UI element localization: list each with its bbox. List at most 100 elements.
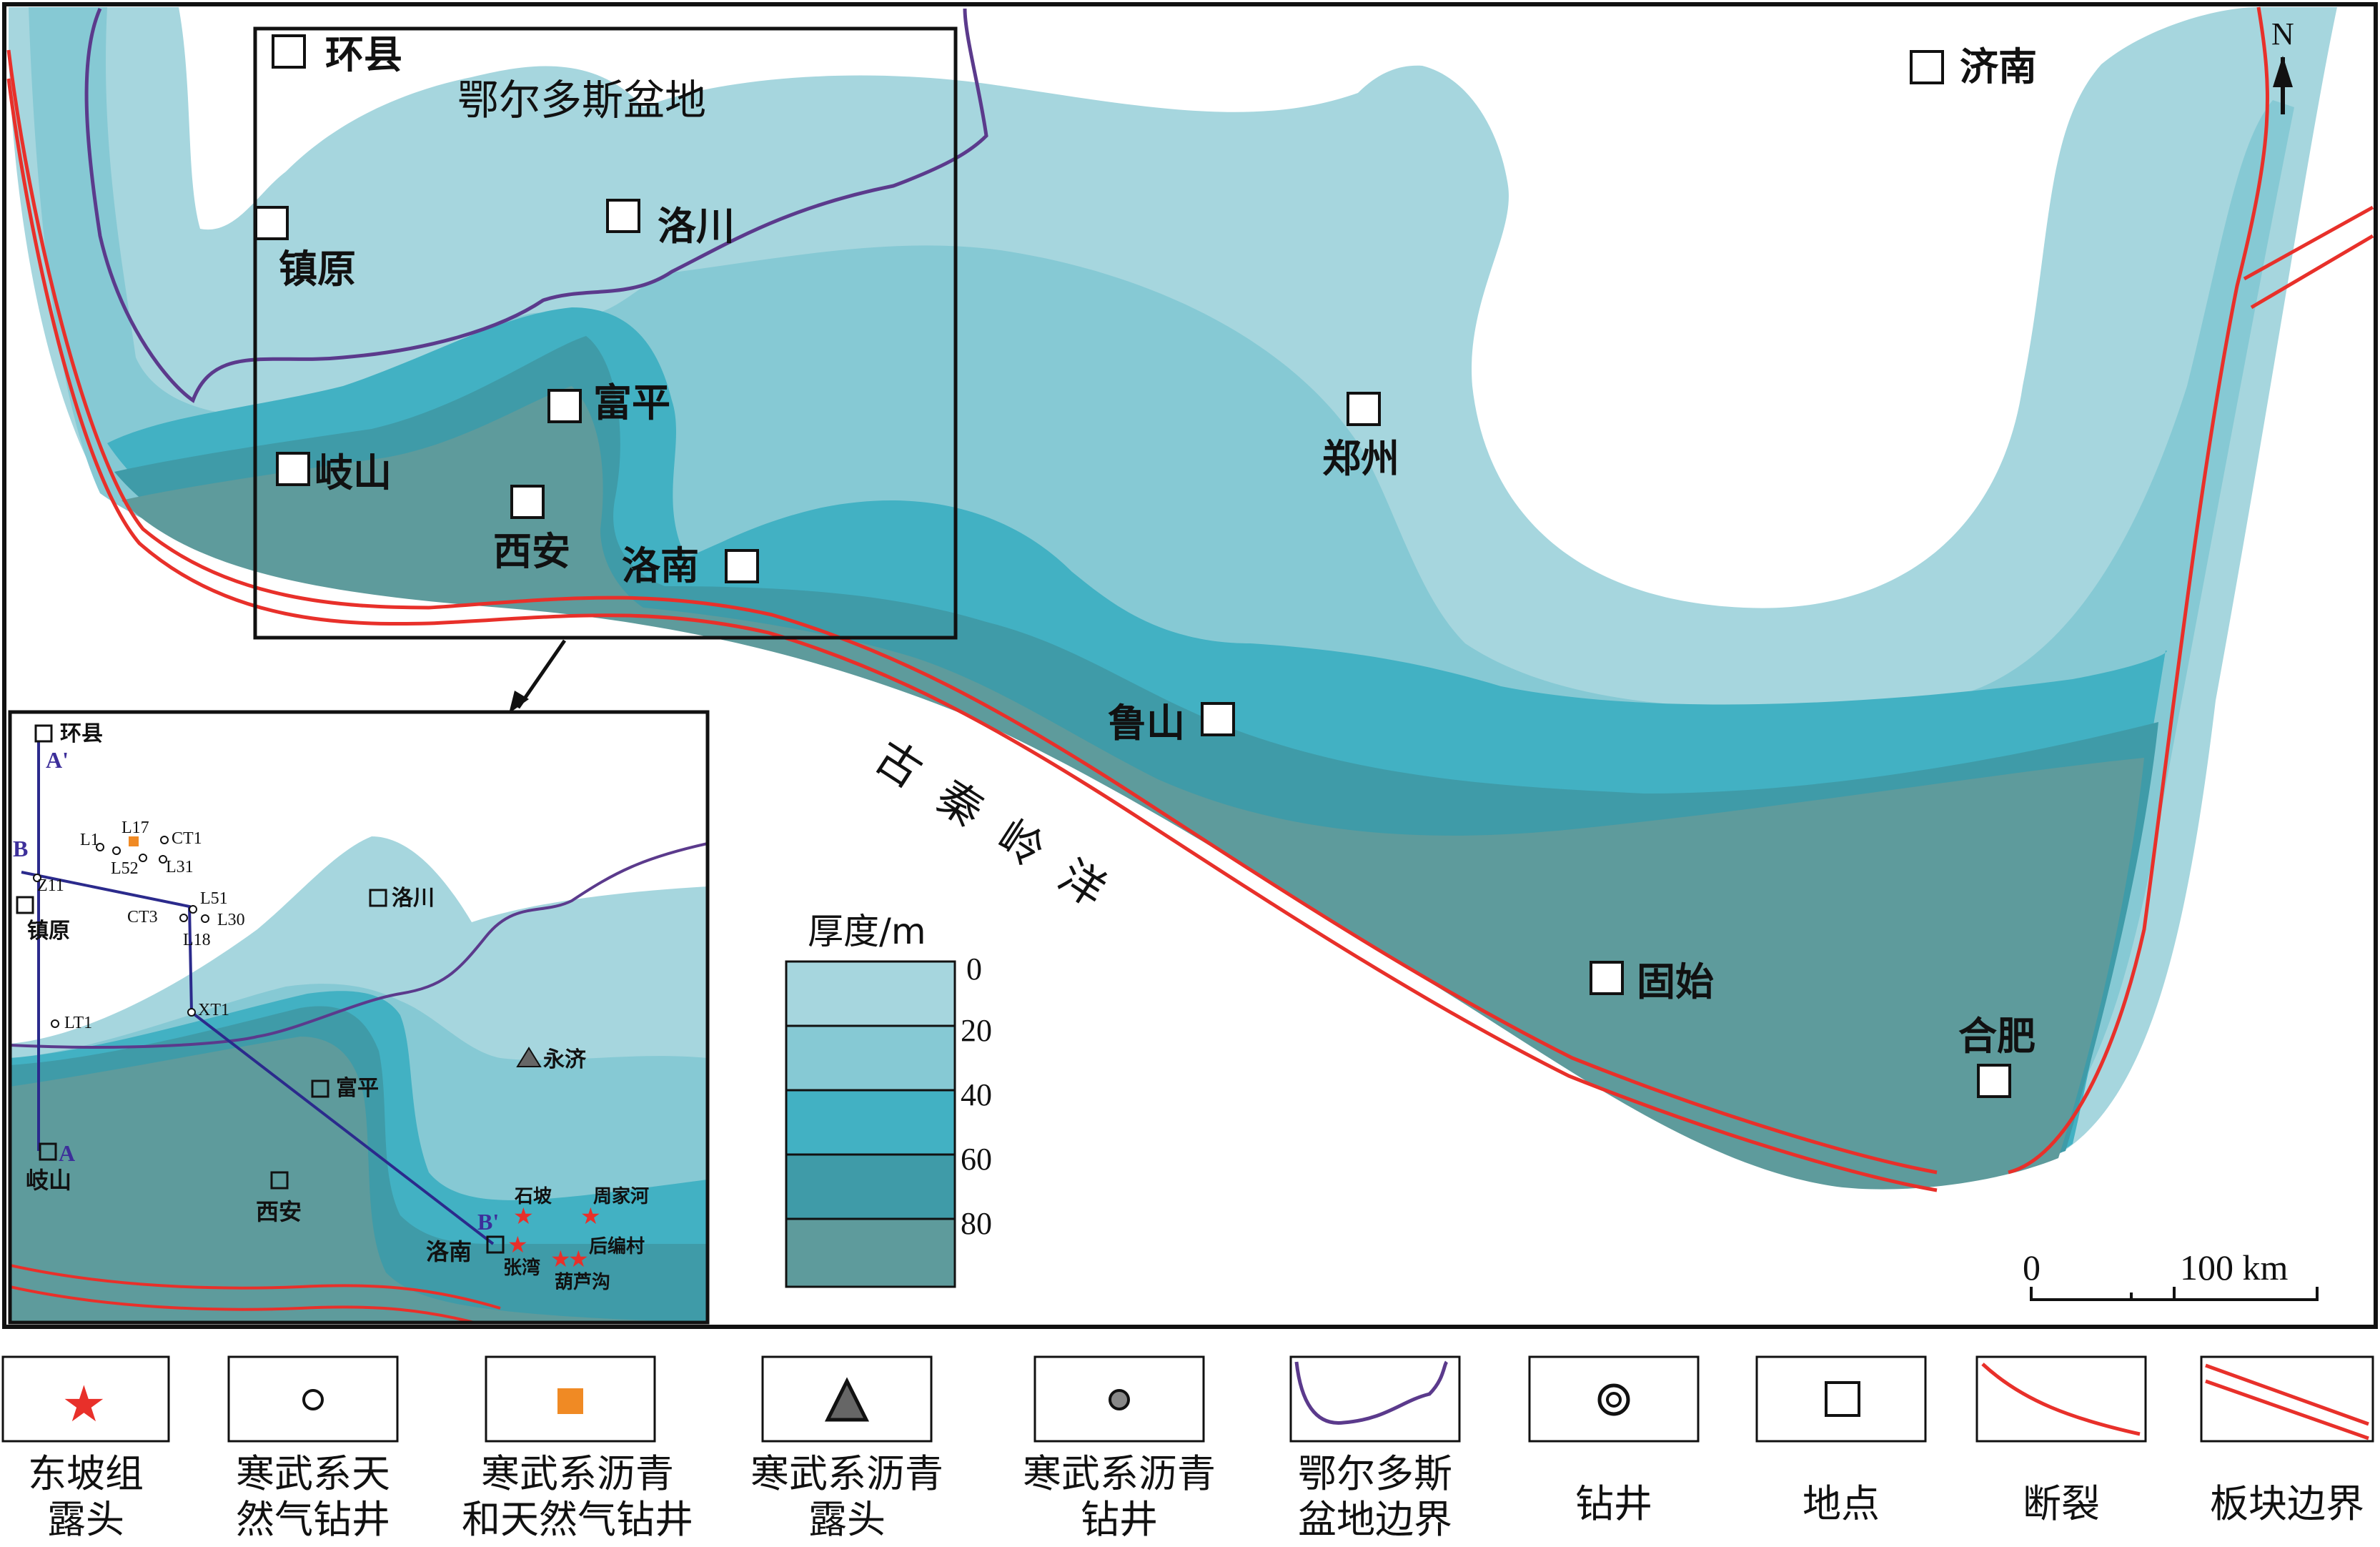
svg-text:Z11: Z11 <box>37 876 64 895</box>
svg-text:20: 20 <box>961 1013 992 1048</box>
label-hefei: 合肥 <box>1958 1014 2036 1059</box>
label-zhengzhou: 郑州 <box>1322 436 1399 481</box>
inset-label-shipo: 石坡 <box>514 1186 552 1207</box>
svg-text:★: ★ <box>507 1231 528 1258</box>
svg-text:L1: L1 <box>80 831 99 849</box>
svg-text:A: A <box>59 1140 75 1166</box>
svg-text:钻井: 钻井 <box>1575 1481 1652 1526</box>
legend-item-fault <box>1975 1355 2147 1443</box>
scale-bar: 0 100 km <box>2023 1247 2319 1301</box>
svg-text:0: 0 <box>2023 1247 2041 1287</box>
inset-label-fuping: 富平 <box>336 1076 379 1101</box>
svg-text:L18: L18 <box>183 931 211 949</box>
thickness-zones <box>9 7 2337 1190</box>
inset-arrowhead <box>509 691 529 713</box>
label-fuping: 富平 <box>593 380 670 425</box>
legend-item-place <box>1755 1355 1927 1443</box>
svg-text:L17: L17 <box>122 819 149 837</box>
label-lushan: 鲁山 <box>1108 701 1185 746</box>
place-marker-luonan <box>725 549 759 583</box>
place-marker-xian <box>510 485 545 519</box>
svg-text:80: 80 <box>961 1206 992 1241</box>
svg-text:东坡组露头: 东坡组露头 <box>28 1451 144 1542</box>
zone-80 <box>122 386 2144 1190</box>
legend-item-bitumen-well <box>1033 1355 1205 1443</box>
svg-text:XT1: XT1 <box>198 1001 229 1019</box>
svg-text:L52: L52 <box>111 859 139 878</box>
svg-text:B': B' <box>477 1209 499 1235</box>
svg-text:B: B <box>13 836 28 861</box>
label-jinan: 济南 <box>1960 44 2037 89</box>
svg-text:CT1: CT1 <box>172 829 202 848</box>
label-luonan: 洛南 <box>622 543 699 588</box>
svg-text:★: ★ <box>568 1245 589 1272</box>
inset-extent-box <box>253 26 958 640</box>
svg-text:厚度/m: 厚度/m <box>808 911 926 952</box>
svg-text:★: ★ <box>580 1202 601 1230</box>
place-marker-zhengzhou <box>1347 392 1381 426</box>
inset-label-qishan: 岐山 <box>26 1167 71 1194</box>
label-zhenyuan: 镇原 <box>279 247 356 292</box>
place-marker-qishan <box>276 452 310 486</box>
svg-text:★: ★ <box>61 1375 106 1433</box>
label-huanxian: 环县 <box>325 32 402 77</box>
svg-text:寒武系天然气钻井: 寒武系天然气钻井 <box>236 1451 390 1542</box>
place-marker-jinan <box>1910 50 1944 84</box>
label-qishan: 岐山 <box>314 450 392 495</box>
north-arrow: N <box>2271 16 2294 114</box>
legend-item-plate-boundary <box>2200 1355 2374 1443</box>
svg-text:板块边界: 板块边界 <box>2210 1481 2364 1526</box>
svg-text:LT1: LT1 <box>64 1014 92 1032</box>
svg-text:40: 40 <box>961 1077 992 1112</box>
inset-label-huanxian: 环县 <box>60 721 103 746</box>
label-gushi: 固始 <box>1637 959 1714 1004</box>
place-marker-hefei <box>1977 1064 2011 1098</box>
svg-text:寒武系沥青和天然气钻井: 寒武系沥青和天然气钻井 <box>462 1451 693 1542</box>
main-place-markers <box>254 34 2011 1098</box>
thickness-legend: 厚度/m 0 20 40 60 80 <box>785 911 992 1288</box>
svg-text:断裂: 断裂 <box>2023 1481 2100 1526</box>
inset-arrow <box>516 639 567 709</box>
place-marker-luochuan <box>606 199 640 233</box>
legend-item-drill-well <box>1528 1355 1700 1443</box>
place-marker-lushan <box>1201 702 1235 736</box>
legend: ★ <box>1 1355 2374 1542</box>
svg-text:A': A' <box>46 747 69 773</box>
svg-text:鄂尔多斯盆地边界: 鄂尔多斯盆地边界 <box>1298 1451 1452 1542</box>
place-marker-gushi <box>1590 961 1624 995</box>
inset-label-yongji: 永济 <box>543 1047 587 1072</box>
label-luochuan: 洛川 <box>658 204 735 249</box>
svg-text:L30: L30 <box>217 911 245 929</box>
inset-label-zhoujiahe: 周家河 <box>593 1185 649 1207</box>
inset-label-luonan: 洛南 <box>426 1238 472 1265</box>
svg-text:0: 0 <box>966 952 982 987</box>
svg-text:★: ★ <box>550 1245 571 1272</box>
legend-label-star: 东坡组 <box>28 1451 144 1496</box>
svg-text:L51: L51 <box>200 889 228 908</box>
inset-label-houpiancun: 后编村 <box>589 1235 645 1257</box>
inset-label-luochuan: 洛川 <box>392 886 435 911</box>
basin-boundary-line <box>84 7 988 403</box>
label-basin: 鄂尔多斯盆地 <box>457 76 706 124</box>
place-marker-huanxian <box>272 34 306 69</box>
legend-item-star: ★ <box>1 1355 170 1443</box>
legend-item-bitumen-gas-well <box>485 1355 656 1443</box>
place-marker-fuping <box>547 389 582 423</box>
label-xian: 西安 <box>493 529 570 574</box>
svg-text:N: N <box>2271 16 2294 51</box>
svg-text:100 km: 100 km <box>2180 1247 2289 1287</box>
inset-map: ★★ ★★★ 环县 洛川 镇原 永济 富平 岐山 西安 洛南 石坡 周家河 张湾… <box>8 710 710 1325</box>
inset-label-zhenyuan: 镇原 <box>27 919 70 944</box>
svg-text:地点: 地点 <box>1803 1481 1880 1526</box>
place-marker-zhenyuan <box>254 206 289 240</box>
svg-text:寒武系沥青露头: 寒武系沥青露头 <box>750 1451 943 1542</box>
svg-text:60: 60 <box>961 1142 992 1177</box>
legend-item-gas-well <box>227 1355 399 1443</box>
svg-text:L31: L31 <box>166 858 194 876</box>
legend-item-bitumen-outcrop <box>761 1355 933 1443</box>
inset-label-xian: 西安 <box>256 1198 302 1225</box>
svg-text:寒武系沥青钻井: 寒武系沥青钻井 <box>1023 1451 1216 1542</box>
legend-item-basin-boundary <box>1289 1355 1461 1443</box>
inset-label-zhangwan: 张湾 <box>503 1257 540 1279</box>
